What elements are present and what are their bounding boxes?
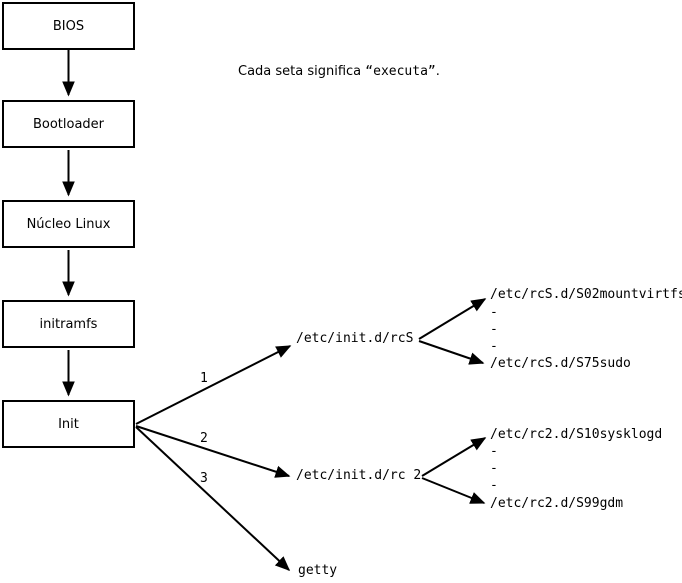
rcs-dash-1: - bbox=[490, 305, 498, 320]
note-arrow-meaning: Cada seta significa “executa”. bbox=[238, 64, 440, 79]
box-initramfs: initramfs bbox=[2, 300, 135, 348]
label-rcs-last-script: /etc/rcS.d/S75sudo bbox=[490, 356, 631, 371]
note-prefix: Cada seta significa bbox=[238, 64, 366, 79]
box-bootloader-label: Bootloader bbox=[32, 116, 105, 132]
label-rcs-first-script: /etc/rcS.d/S02mountvirtfs bbox=[490, 287, 682, 302]
label-getty: getty bbox=[298, 563, 338, 578]
box-initramfs-label: initramfs bbox=[39, 316, 98, 332]
box-nucleo-linux: Núcleo Linux bbox=[2, 200, 135, 248]
rcs-dash-3: - bbox=[490, 339, 498, 354]
arrow-init-to-getty bbox=[135, 426, 291, 572]
branch-number-3: 3 bbox=[200, 471, 208, 486]
arrow-rcs-to-first-script bbox=[418, 298, 487, 340]
arrow-init-to-rc2 bbox=[135, 425, 291, 478]
box-init-label: Init bbox=[58, 416, 79, 432]
label-init-d-rcs: /etc/init.d/rcS bbox=[296, 331, 414, 346]
note-quoted-word: “executa” bbox=[365, 64, 436, 79]
box-bootloader: Bootloader bbox=[2, 100, 135, 148]
label-rc2-last-script: /etc/rc2.d/S99gdm bbox=[490, 496, 624, 511]
box-bios-label: BIOS bbox=[52, 18, 85, 34]
rcs-dash-2: - bbox=[490, 322, 498, 337]
rc2-dash-3: - bbox=[490, 478, 498, 493]
note-suffix: . bbox=[435, 64, 440, 79]
rc2-dash-2: - bbox=[490, 461, 498, 476]
arrow-init-to-rcs bbox=[135, 345, 292, 425]
box-init: Init bbox=[2, 400, 135, 448]
box-bios: BIOS bbox=[2, 2, 135, 50]
arrow-rc2-to-first-script bbox=[421, 437, 487, 477]
branch-number-1: 1 bbox=[200, 371, 208, 386]
label-init-d-rc2: /etc/init.d/rc 2 bbox=[296, 468, 422, 483]
rc2-dash-1: - bbox=[490, 444, 498, 459]
branch-number-2: 2 bbox=[200, 431, 208, 446]
label-rc2-first-script: /etc/rc2.d/S10sysklogd bbox=[490, 427, 663, 442]
arrow-rc2-to-last-script bbox=[421, 477, 486, 504]
arrow-rcs-to-last-script bbox=[418, 340, 485, 365]
box-nucleo-linux-label: Núcleo Linux bbox=[26, 216, 111, 232]
